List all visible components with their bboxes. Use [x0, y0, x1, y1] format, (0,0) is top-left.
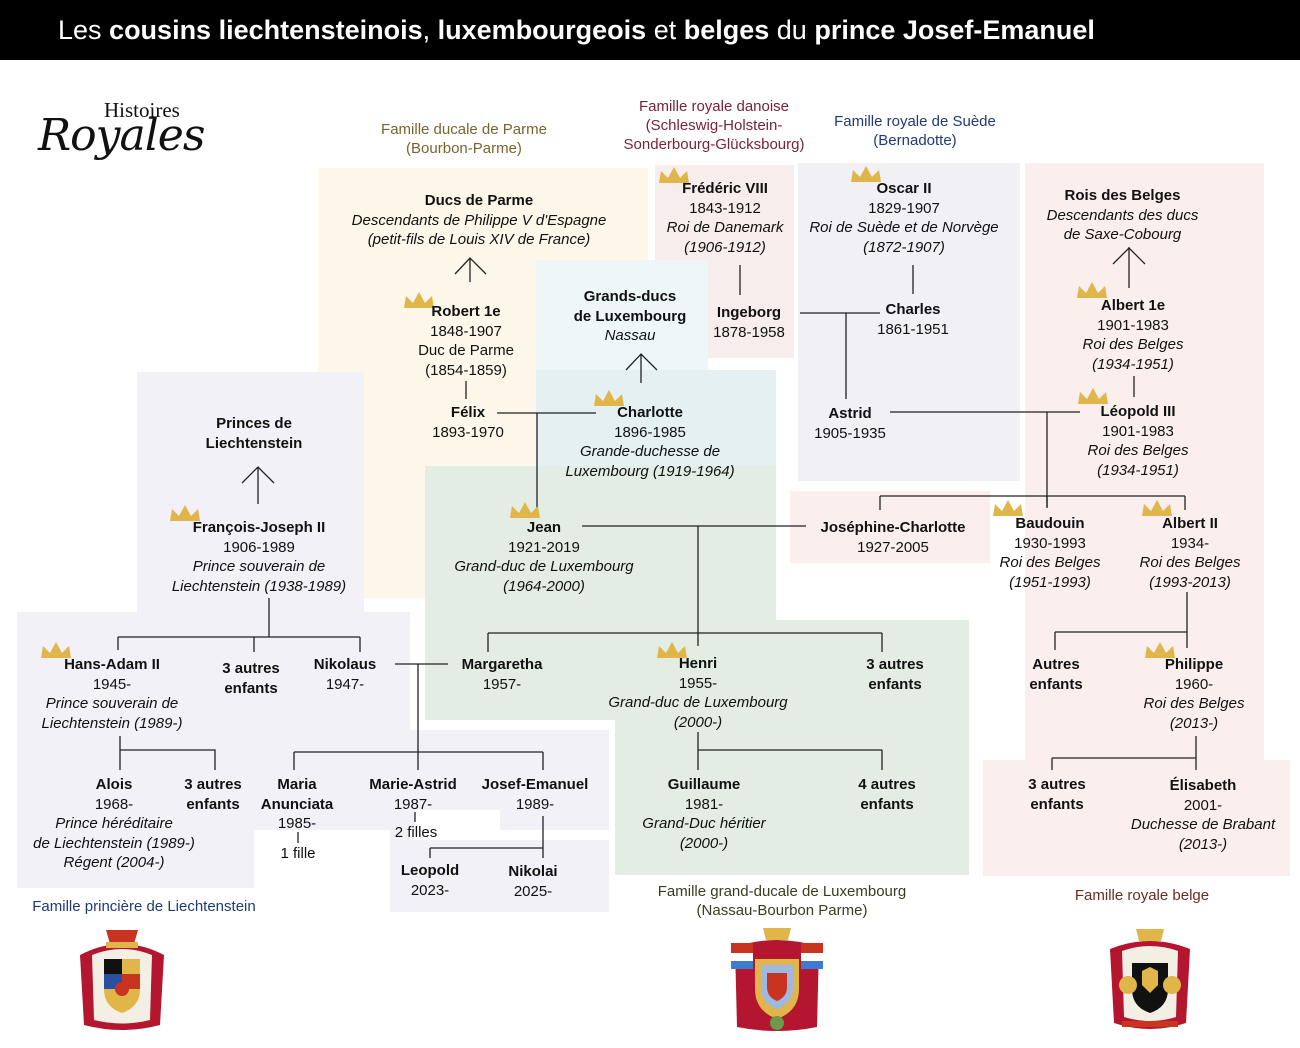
- crown-icon: [1145, 642, 1175, 658]
- crown-icon: [41, 642, 71, 658]
- crown-icon: [1078, 388, 1108, 404]
- crown-icon: [1142, 500, 1172, 516]
- node-1-fille: 1 fille: [280, 845, 316, 862]
- josephine-region: [790, 491, 990, 563]
- arrow-lux: [625, 353, 658, 383]
- arrow-liech: [241, 466, 275, 504]
- crown-icon: [404, 292, 434, 308]
- white-gap-2: [415, 810, 500, 840]
- crown-icon: [510, 502, 540, 518]
- histoires-royales-logo: Histoires Royales: [38, 98, 205, 161]
- arrow-parme: [454, 257, 487, 282]
- family-label-luxembourg: Famille grand-ducale de Luxembourg(Nassa…: [657, 883, 907, 919]
- family-label-danoise: Famille royale danoise(Schleswig-Holstei…: [623, 98, 805, 153]
- arrow-belge: [1112, 247, 1146, 288]
- crown-icon: [657, 642, 687, 658]
- family-label-liechtenstein: Famille princière de Liechtenstein: [32, 898, 256, 915]
- node-2-filles: 2 filles: [394, 824, 438, 841]
- crown-icon: [851, 166, 881, 182]
- page-title: Les cousins liechtensteinois, luxembourg…: [0, 0, 1300, 60]
- belgium-coat-of-arms-icon: [1110, 929, 1190, 1029]
- liech-region: [137, 372, 364, 612]
- crown-icon: [170, 505, 200, 521]
- belge-region-lower: [983, 760, 1290, 876]
- white-gap: [254, 830, 390, 890]
- liechtenstein-coat-of-arms-icon: [80, 930, 164, 1030]
- crown-icon: [1077, 282, 1107, 298]
- crown-icon: [594, 390, 624, 406]
- suede-region: [798, 163, 1020, 481]
- crown-icon: [993, 500, 1023, 516]
- liech-region-grandkids: [390, 840, 609, 912]
- lux-mid-region: [536, 370, 776, 468]
- lux-region-lower: [615, 620, 969, 875]
- family-label-belge: Famille royale belge: [1074, 887, 1210, 904]
- crown-icon: [659, 167, 689, 183]
- luxembourg-coat-of-arms-icon: [731, 928, 823, 1031]
- family-label-parme: Famille ducale de Parme(Bourbon-Parme): [381, 121, 547, 157]
- family-label-suede: Famille royale de Suède(Bernadotte): [834, 113, 996, 149]
- lux-top-region: [536, 260, 708, 370]
